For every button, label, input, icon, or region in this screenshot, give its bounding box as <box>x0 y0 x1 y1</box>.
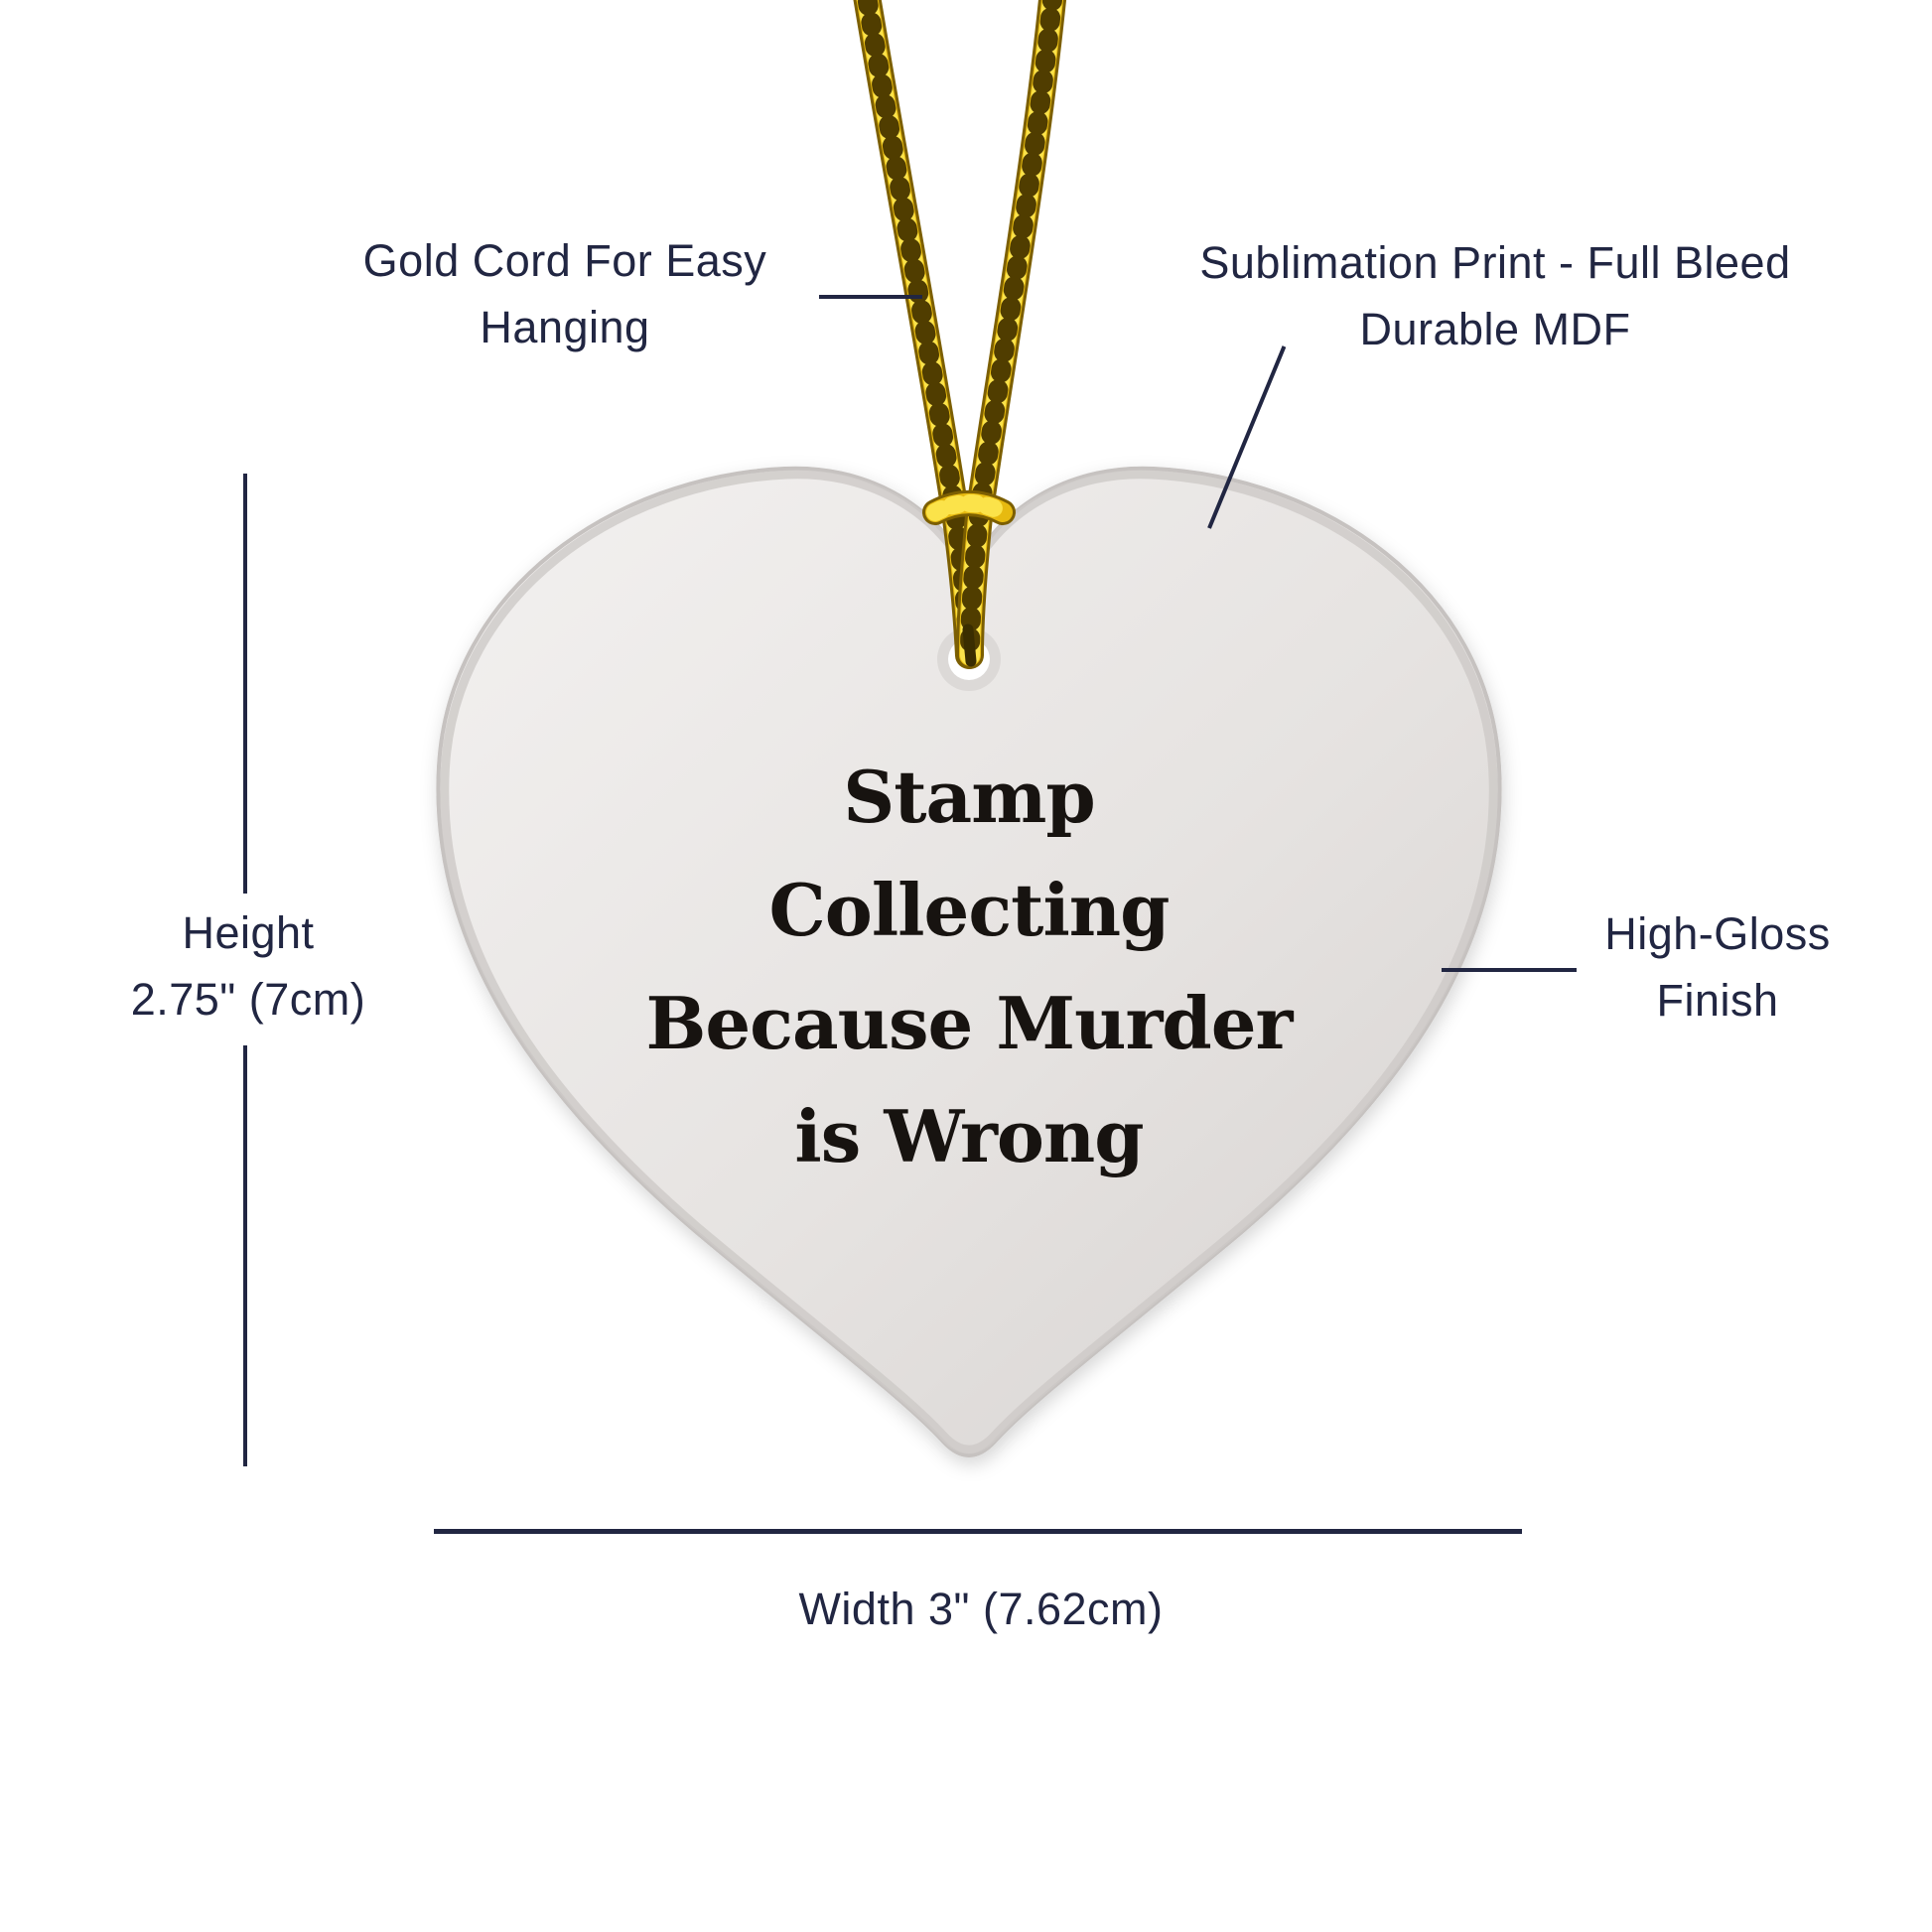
height-label-line2: 2.75" (7cm) <box>130 974 366 1025</box>
gold-cord <box>853 0 1067 669</box>
gold-cord-tip <box>962 623 977 667</box>
heart-shape <box>436 466 1502 1457</box>
width-dimension-label: Width 3" (7.62cm) <box>683 1576 1279 1642</box>
quote-line-3: Because Murder <box>645 981 1294 1065</box>
width-label-text: Width 3" (7.62cm) <box>798 1584 1164 1634</box>
quote-line-2: Collecting <box>768 868 1171 952</box>
height-dimension-line-lower <box>243 1045 247 1466</box>
height-dimension-line-upper <box>243 474 247 894</box>
gold-cord-right-strand <box>956 0 1067 669</box>
width-dimension-line <box>434 1529 1522 1534</box>
print-callout-label-line2: Durable MDF <box>1359 304 1631 354</box>
ornament-quote: Stamp Collecting Because Murder is Wrong <box>572 741 1366 1193</box>
gloss-callout-line <box>1442 968 1577 972</box>
gloss-callout-label-line1: High-Gloss <box>1604 908 1831 959</box>
quote-line-1: Stamp <box>843 755 1095 839</box>
print-callout-label: Sublimation Print - Full Bleed Durable M… <box>1118 229 1872 362</box>
gloss-callout-label-line2: Finish <box>1656 975 1779 1026</box>
cord-callout-label-line1: Gold Cord For Easy <box>362 235 767 286</box>
height-label-line1: Height <box>182 907 315 958</box>
gloss-callout-label: High-Gloss Finish <box>1529 900 1906 1034</box>
cord-callout-label: Gold Cord For Easy Hanging <box>217 227 912 360</box>
heart-bevel-edge <box>440 470 1498 1454</box>
cord-callout-label-line2: Hanging <box>480 302 650 352</box>
cord-callout-line <box>819 295 922 299</box>
quote-line-4: is Wrong <box>794 1094 1144 1178</box>
height-dimension-label: Height 2.75" (7cm) <box>0 899 496 1033</box>
ornament-heart <box>436 466 1502 1457</box>
gold-cord-knot <box>922 490 1016 525</box>
print-callout-label-line1: Sublimation Print - Full Bleed <box>1199 237 1791 288</box>
